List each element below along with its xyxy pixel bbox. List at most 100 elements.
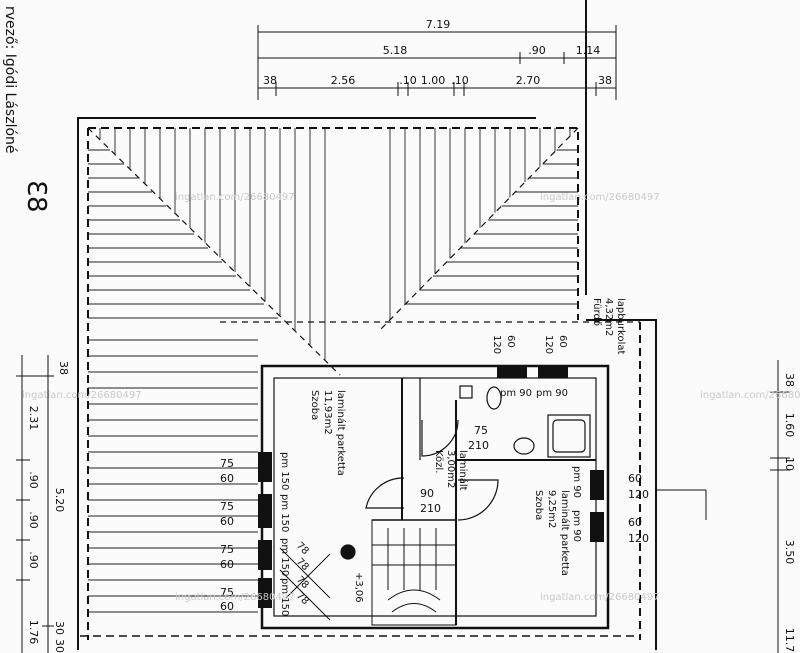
dimension-lines	[16, 25, 790, 653]
svg-text:pm 150: pm 150	[279, 452, 290, 490]
svg-text:210: 210	[468, 439, 489, 452]
dim-left-c: .90	[27, 471, 40, 489]
svg-text:Fürdő: Fürdő	[591, 298, 603, 326]
roof-rafters	[88, 128, 578, 613]
svg-text:pm 90: pm 90	[500, 388, 532, 399]
dim-top-row3-c: .10	[399, 74, 417, 87]
window-right-1: 60 120 pm 90	[571, 466, 649, 501]
svg-text:11,93m2: 11,93m2	[322, 390, 333, 435]
svg-text:60: 60	[628, 516, 642, 529]
toilet-icon	[486, 386, 502, 410]
svg-text:pm 150: pm 150	[279, 494, 290, 532]
window-left-3: 75 60 pm 150	[220, 538, 290, 576]
window-top-1: 60 120 pm 90	[491, 335, 532, 399]
svg-text:120: 120	[543, 335, 554, 354]
dim-right-e: 11.7	[783, 628, 796, 653]
svg-text:Szoba: Szoba	[533, 490, 544, 520]
room-label-kozl: Közl. 3,00m2 laminált	[433, 450, 469, 491]
window-left-4: 75 60 pm 150	[220, 578, 290, 616]
door-swing-icon	[365, 477, 405, 509]
svg-text:laminált: laminált	[457, 450, 469, 491]
dim-top-row2-c: 1.14	[576, 44, 601, 57]
watermark-6: ingatlan.com/26680497	[540, 592, 660, 603]
door-swings	[365, 419, 499, 521]
dim-top-row3-e: .10	[451, 74, 469, 87]
svg-text:75: 75	[220, 586, 234, 599]
dim-left-f: 1.76	[27, 620, 40, 645]
door-swing-icon	[421, 419, 459, 457]
outer-walls	[77, 0, 657, 650]
door-bathroom-label: 75 210	[468, 424, 489, 452]
dim-right-a: 38	[783, 373, 796, 387]
dim-top-row2-b: .90	[528, 44, 546, 57]
stair-step-3: 78	[294, 574, 311, 591]
roof-outline	[80, 127, 641, 640]
stair-step-4: 78	[294, 590, 311, 607]
dim-left-b: 2.31	[27, 406, 40, 431]
stair-step-1: 78	[294, 540, 311, 557]
window-left-1: 75 60 pm 150	[220, 452, 290, 490]
side-designer-note: rvező: Igódi Lászlóné	[2, 6, 18, 154]
dim-left-i: 30	[53, 639, 66, 653]
svg-text:pm 150: pm 150	[279, 538, 290, 576]
dim-top-row3-b: 2.56	[331, 74, 356, 87]
svg-text:75: 75	[474, 424, 488, 437]
side-initial: Ɛ8	[21, 180, 51, 213]
svg-text:60: 60	[220, 600, 234, 613]
level-marker-icon	[340, 544, 356, 560]
watermark-3: ingatlan.com/26680497	[22, 390, 142, 401]
dim-top-row2-a: 5.18	[383, 44, 408, 57]
door-hall-label: 90 210	[420, 487, 441, 515]
dim-right-c: 10	[783, 457, 796, 471]
staircase	[279, 519, 457, 626]
svg-text:4,32m2: 4,32m2	[603, 298, 614, 336]
svg-text:60: 60	[220, 558, 234, 571]
dim-right-d: 3.50	[783, 540, 796, 565]
svg-text:90: 90	[420, 487, 434, 500]
svg-text:60: 60	[220, 472, 234, 485]
svg-text:laminált parketta: laminált parketta	[559, 490, 571, 576]
svg-text:9,25m2: 9,25m2	[546, 490, 557, 528]
svg-text:3,00m2: 3,00m2	[445, 450, 456, 488]
dim-top-row3-d: 1.00	[421, 74, 446, 87]
dim-overall: 7.19	[426, 18, 451, 31]
dim-left-e: .90	[27, 551, 40, 569]
window-top-2: 60 120 pm 90	[536, 335, 568, 399]
watermark-5: ingatlan.com/26680497	[175, 592, 295, 603]
room-label-szoba-2: Szoba 9,25m2 laminált parketta	[533, 490, 571, 576]
dim-left-a: 38	[57, 361, 70, 375]
shower-icon	[547, 414, 591, 458]
window-openings	[258, 366, 604, 608]
svg-text:210: 210	[420, 502, 441, 515]
dim-left-g: 5.20	[53, 488, 66, 513]
dim-left-h: 30	[53, 621, 66, 635]
svg-text:75: 75	[220, 457, 234, 470]
dim-right-b: 1.60	[783, 413, 796, 438]
svg-text:pm 90: pm 90	[571, 466, 582, 498]
watermark-1: ingatlan.com/26680497	[175, 192, 295, 203]
svg-text:120: 120	[628, 488, 649, 501]
watermark-4: ingatlan.com/26680497	[700, 390, 800, 401]
room-label-szoba-1: Szoba 11,93m2 laminált parketta	[309, 390, 347, 476]
svg-text:60: 60	[505, 335, 516, 348]
room-label-furdo: Fürdő 4,32m2 lapburkolat	[591, 298, 626, 355]
svg-text:lapburkolat: lapburkolat	[615, 298, 626, 355]
svg-text:120: 120	[628, 532, 649, 545]
dim-top-row3-g: 38	[598, 74, 612, 87]
svg-text:60: 60	[628, 472, 642, 485]
door-swing-icon	[457, 479, 499, 521]
watermark-2: ingatlan.com/26680497	[540, 192, 660, 203]
svg-text:laminált parketta: laminált parketta	[335, 390, 347, 476]
window-right-2: 60 120 pm 90	[571, 510, 649, 545]
washbasin-icon	[513, 437, 535, 455]
dim-top-row3-a: 38	[263, 74, 277, 87]
svg-text:pm 150: pm 150	[279, 578, 290, 616]
svg-text:120: 120	[491, 335, 502, 354]
dim-top-row3-f: 2.70	[516, 74, 541, 87]
svg-text:Közl.: Közl.	[433, 450, 444, 473]
stair-level-label: +3,06	[353, 572, 364, 603]
svg-text:pm 90: pm 90	[536, 388, 568, 399]
svg-text:75: 75	[220, 500, 234, 513]
svg-text:Szoba: Szoba	[309, 390, 320, 420]
